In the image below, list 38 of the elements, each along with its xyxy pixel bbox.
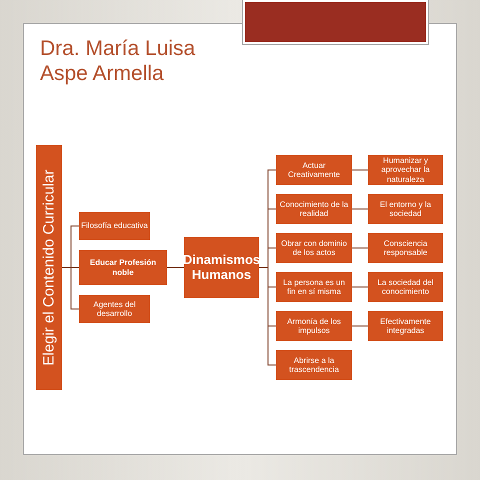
process-box: [79, 295, 150, 323]
process-box: [79, 212, 150, 240]
box-label: Dinamismos Humanos: [182, 252, 260, 282]
connector-line: [62, 267, 80, 310]
process-box: [276, 272, 352, 302]
box-label: Obrar con dominio de los actos: [280, 238, 348, 258]
box-label: El entorno y la sociedad: [378, 200, 432, 218]
process-box: [368, 194, 443, 224]
box-label: Consciencia responsable: [382, 238, 428, 258]
box-label: Efectivamente integradas: [379, 316, 432, 336]
process-box: [368, 155, 443, 185]
title: Dra. María Luisa Aspe Armella: [40, 36, 196, 86]
process-box: [276, 194, 352, 224]
box-label: La persona es un fin en sí misma: [282, 278, 346, 296]
process-box: [79, 250, 167, 285]
process-box: [368, 311, 443, 341]
box-label: Filosofía educativa: [81, 221, 148, 231]
box-label: La sociedad del conocimiento: [376, 278, 435, 296]
process-box: [276, 155, 352, 185]
process-box: [368, 233, 443, 263]
box-label: Educar Profesión noble: [88, 258, 158, 277]
box-label: Elegir el Contenido Curricular: [40, 170, 58, 366]
connector-line: [352, 286, 368, 288]
process-box: [276, 350, 352, 380]
box-label: Abrirse a la trascendencia: [288, 356, 340, 374]
process-box: [184, 237, 259, 298]
process-box: [368, 272, 443, 302]
connector-line: [352, 208, 368, 210]
process-box: [276, 311, 352, 341]
box-label: Humanizar y aprovechar la naturaleza: [380, 156, 431, 184]
process-box: [276, 233, 352, 263]
connector-line: [166, 267, 184, 268]
box-label: Conocimiento de la realidad: [278, 200, 350, 218]
box-label: Armonía de los impulsos: [286, 316, 342, 336]
box-label: Actuar Creativamente: [286, 160, 342, 180]
vertical-title-bar: [36, 145, 62, 390]
box-label: Agentes del desarrollo: [92, 300, 137, 318]
connector-line: [258, 267, 276, 366]
